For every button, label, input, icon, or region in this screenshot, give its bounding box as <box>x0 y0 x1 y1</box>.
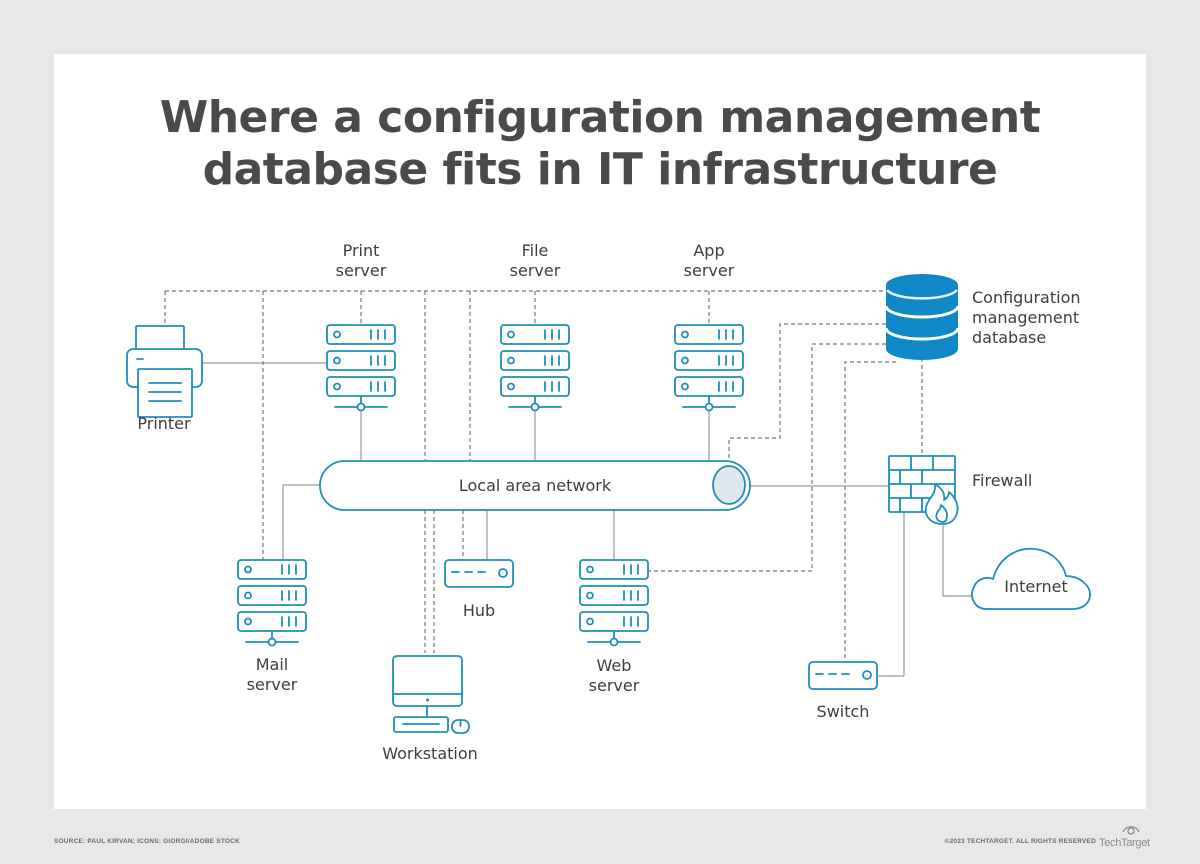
mail-server-label-1: Mail <box>256 655 289 674</box>
workstation-icon <box>392 655 470 734</box>
switch-label: Switch <box>817 702 870 721</box>
cloud-icon <box>971 548 1091 610</box>
eye-icon <box>1122 826 1140 835</box>
cmdb-label-1: Configuration <box>972 288 1081 307</box>
cmdb-label-3: database <box>972 328 1046 347</box>
title-line-2: database fits in IT infrastructure <box>202 144 998 195</box>
app-server-icon <box>674 324 744 412</box>
file-server-label-1: File <box>522 241 549 260</box>
lan-pipe <box>319 460 751 511</box>
title-line-1: Where a configuration management <box>159 92 1041 143</box>
page-title: Where a configuration management databas… <box>0 92 1200 196</box>
source-credit: SOURCE: PAUL KIRVAN; ICONS: GIORGI/ADOBE… <box>54 838 240 845</box>
hub-icon <box>444 559 514 588</box>
workstation-label: Workstation <box>382 744 478 763</box>
hub-label: Hub <box>463 601 495 620</box>
file-server-label-2: server <box>510 261 561 280</box>
database-icon <box>884 274 960 360</box>
diagram-card <box>54 54 1146 809</box>
brand-name: TechTarget <box>1099 837 1150 849</box>
printer-icon <box>126 325 203 418</box>
mail-server-label-2: server <box>247 675 298 694</box>
web-server-icon <box>579 559 649 647</box>
solid-connections <box>200 362 973 677</box>
printer-label: Printer <box>137 414 191 433</box>
lan-label: Local area network <box>459 476 612 495</box>
app-server-label-2: server <box>684 261 735 280</box>
cmdb-label-2: management <box>972 308 1079 327</box>
web-server-label-2: server <box>589 676 640 695</box>
print-server-label-1: Print <box>343 241 380 260</box>
app-server-label-1: App <box>693 241 724 260</box>
firewall-icon <box>888 455 959 525</box>
copyright: ©2023 TECHTARGET. ALL RIGHTS RESERVED <box>944 838 1096 845</box>
web-server-label-1: Web <box>597 656 632 675</box>
mail-server-icon <box>237 559 307 647</box>
internet-label: Internet <box>1004 577 1068 596</box>
techtarget-logo: TechTarget <box>1099 822 1150 850</box>
switch-icon <box>808 661 878 690</box>
file-server-icon <box>500 324 570 412</box>
firewall-label: Firewall <box>972 471 1032 490</box>
print-server-icon <box>326 324 396 412</box>
print-server-label-2: server <box>336 261 387 280</box>
cmdb-dashed-connections <box>164 290 923 664</box>
